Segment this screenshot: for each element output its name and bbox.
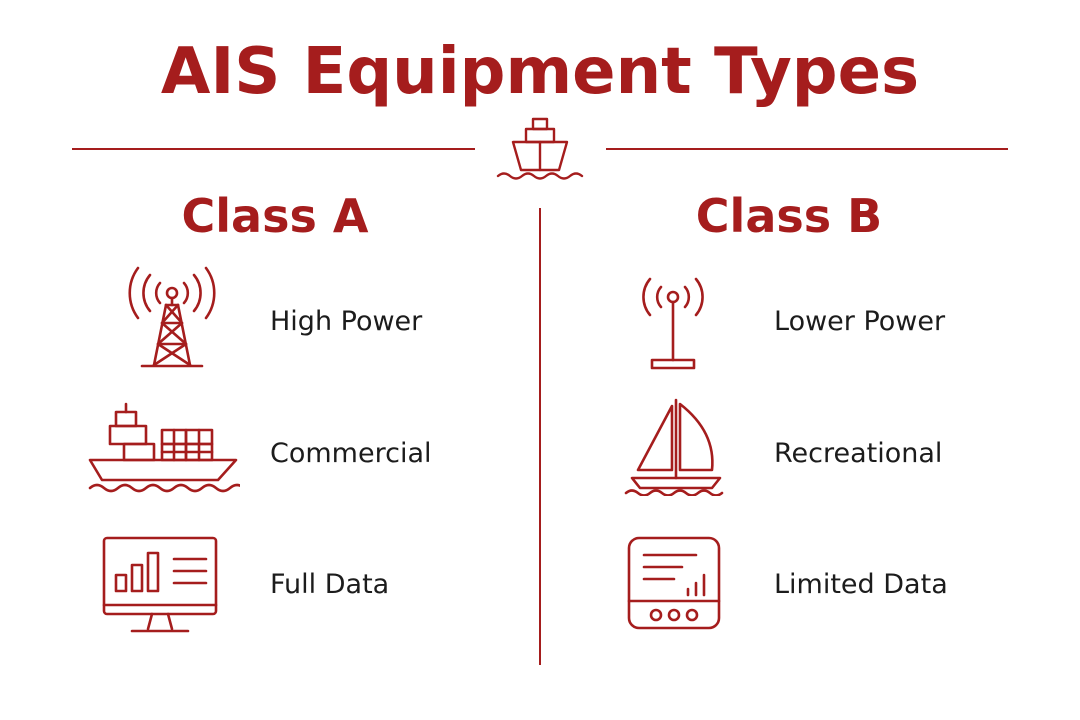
- title-rule-right: [606, 148, 1008, 150]
- class-a-item-commercial: Commercial: [270, 438, 432, 469]
- center-divider: [539, 208, 541, 665]
- class-b-item-recreational: Recreational: [774, 438, 943, 469]
- title-rule-left: [72, 148, 475, 150]
- ship-icon: [496, 117, 584, 180]
- class-a-item-high-power: High Power: [270, 306, 423, 337]
- class-b-item-lower-power: Lower Power: [774, 306, 946, 337]
- broadcast-tower-icon: [128, 266, 216, 368]
- cargo-ship-icon: [88, 402, 240, 493]
- sailboat-icon: [624, 398, 724, 496]
- class-a-heading: Class A: [181, 189, 369, 243]
- page-title: AIS Equipment Types: [160, 35, 920, 109]
- display-device-icon: [627, 536, 721, 630]
- class-a-item-full-data: Full Data: [270, 569, 390, 600]
- monitor-chart-icon: [102, 536, 218, 633]
- antenna-icon: [642, 277, 704, 370]
- class-b-heading: Class B: [695, 189, 883, 243]
- class-b-item-limited-data: Limited Data: [774, 569, 948, 600]
